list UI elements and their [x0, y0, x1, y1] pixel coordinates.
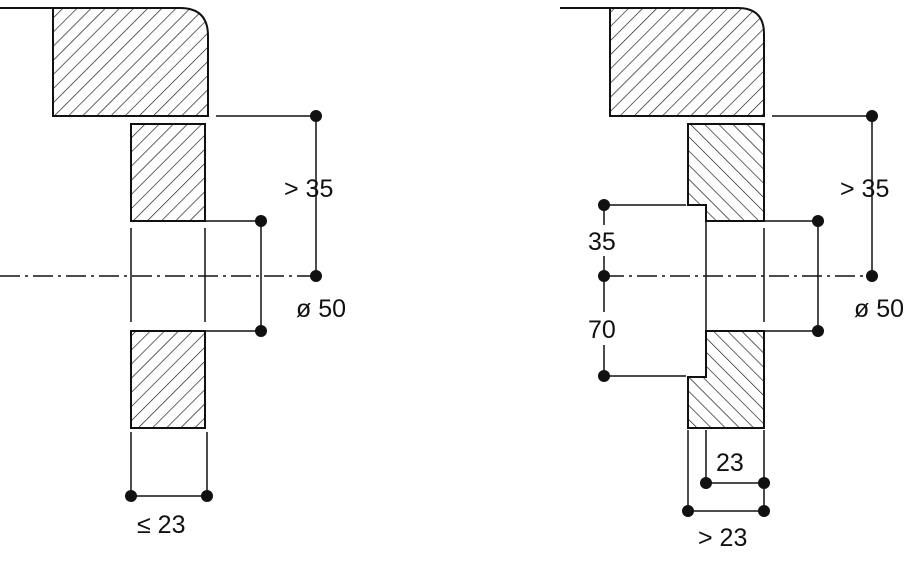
- right-worktop-block: [609, 7, 765, 117]
- left-lower-panel: [130, 330, 206, 429]
- right-recess-depth-label: 23: [716, 449, 744, 477]
- left-hole-diameter-label: ø 50: [296, 295, 346, 323]
- left-height-gap-label: > 35: [284, 175, 333, 203]
- dimension-dot: [598, 270, 610, 282]
- dimension-dot: [866, 110, 878, 122]
- right-panel-thickness-label: > 23: [698, 524, 747, 552]
- dimension-dot: [310, 110, 322, 122]
- right-lower-panel: [687, 330, 765, 429]
- left-worktop-block: [52, 7, 209, 117]
- right-height-gap-label: > 35: [840, 175, 889, 203]
- dimension-dot: [201, 490, 213, 502]
- right-upper-panel: [687, 123, 765, 222]
- right-recess-lower-label: 70: [588, 316, 616, 344]
- dimension-dot: [255, 215, 267, 227]
- dimension-dot: [812, 325, 824, 337]
- dimension-dot: [682, 505, 694, 517]
- dimension-dot: [598, 370, 610, 382]
- dimension-dot: [758, 505, 770, 517]
- left-panel-thickness-label: ≤ 23: [137, 511, 185, 539]
- dimension-dot: [310, 270, 322, 282]
- right-recess-upper-label: 35: [588, 228, 616, 256]
- right-dimension-dots: [598, 110, 878, 517]
- left-upper-panel: [130, 123, 206, 222]
- left-dimension-dots: [125, 110, 322, 502]
- right-hole-diameter-label: ø 50: [854, 295, 904, 323]
- dimension-dot: [125, 490, 137, 502]
- dimension-dot: [866, 270, 878, 282]
- left-diagram: [0, 7, 318, 497]
- dimension-dot: [598, 199, 610, 211]
- dimension-dot: [812, 215, 824, 227]
- right-diagram: [560, 7, 874, 512]
- dimension-dot: [255, 325, 267, 337]
- dimension-dot: [700, 477, 712, 489]
- dimension-dot: [758, 477, 770, 489]
